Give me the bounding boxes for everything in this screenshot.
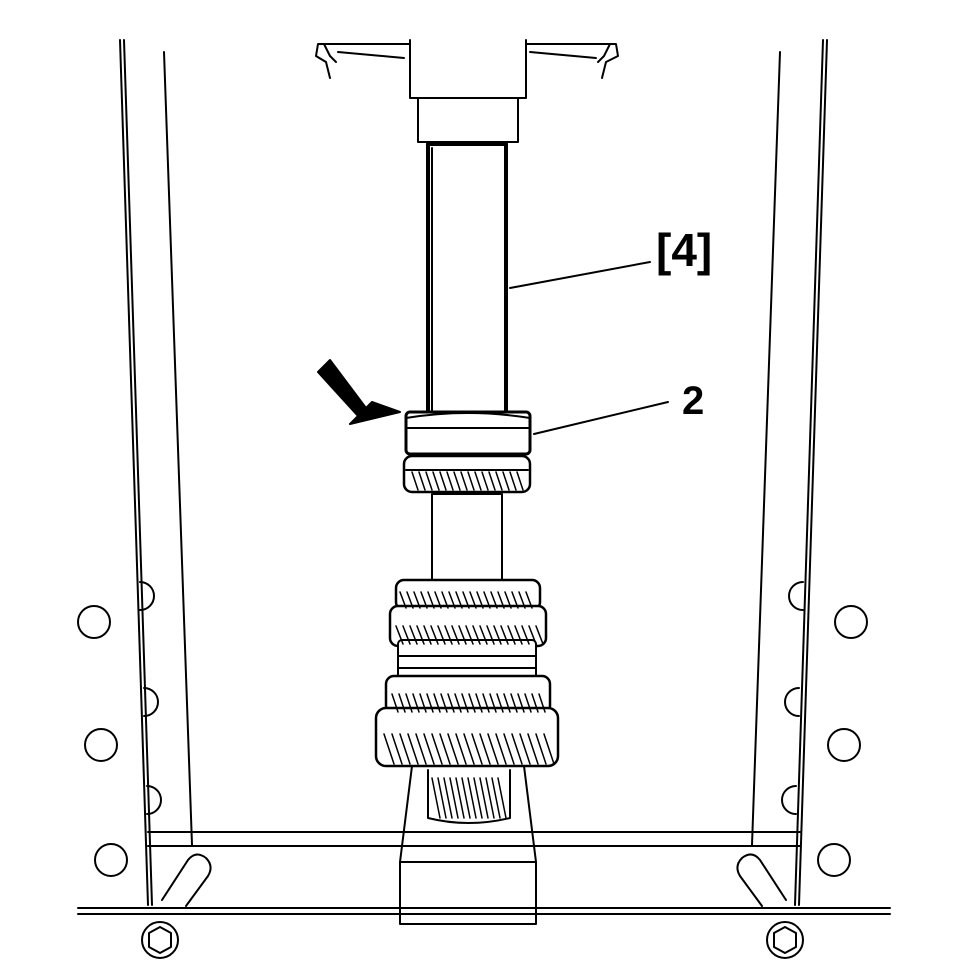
bearing [404, 410, 532, 456]
installer-tool [426, 142, 508, 422]
support-block [399, 765, 537, 925]
foot-bolt-left [141, 921, 179, 959]
foot-bolt-right [766, 921, 804, 959]
frame-holes-left [77, 581, 162, 877]
press-bed [77, 831, 891, 915]
splined-output [427, 769, 511, 824]
frame-holes-right [781, 581, 868, 877]
left-press-column [119, 39, 193, 906]
leader-line-part [533, 401, 669, 435]
arrow-pointer-icon [317, 359, 401, 425]
press-ram [315, 39, 619, 143]
right-press-column [751, 39, 828, 906]
gear-stack [374, 578, 560, 768]
upper-gear [402, 454, 532, 494]
shaft [431, 493, 503, 591]
leader-line-tool [509, 261, 651, 289]
callout-tool: [4] [656, 224, 712, 276]
callout-part: 2 [682, 379, 704, 423]
